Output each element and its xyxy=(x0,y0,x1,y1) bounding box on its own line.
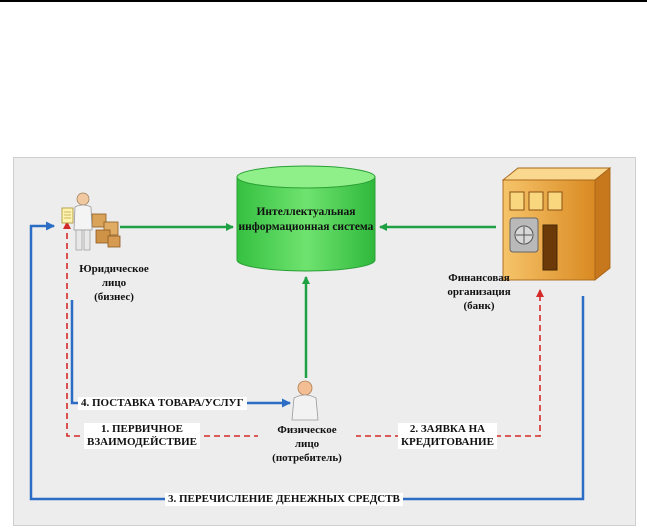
money-transfer-line xyxy=(29,221,585,501)
business-label: Юридическое лицо (бизнес) xyxy=(79,263,149,303)
credit-application-label: 2. ЗАЯВКА НА КРЕДИТОВАНИЕ xyxy=(398,423,497,449)
delivery-label: 4. ПОСТАВКА ТОВАРА/УСЛУГ xyxy=(78,397,247,410)
system-title: Интеллектуальная информационная система xyxy=(238,206,374,233)
money-transfer-label: 3. ПЕРЕЧИСЛЕНИЕ ДЕНЕЖНЫХ СРЕДСТВ xyxy=(165,493,403,506)
consumer-label: Физическое лицо (потребитель) xyxy=(258,423,356,465)
consumer-person-icon xyxy=(291,380,319,421)
primary-interaction-label: 1. ПЕРВИЧНОЕ ВЗАИМОДЕЙСТВИЕ xyxy=(84,423,201,449)
primary-interaction-line xyxy=(63,221,270,437)
delivery-line xyxy=(70,300,291,408)
bank-building-icon xyxy=(501,167,612,281)
bank-label: Финансовая организация (банк) xyxy=(447,272,511,312)
database-icon xyxy=(236,165,376,272)
business-person-icon xyxy=(61,192,121,251)
top-rule xyxy=(0,0,647,2)
